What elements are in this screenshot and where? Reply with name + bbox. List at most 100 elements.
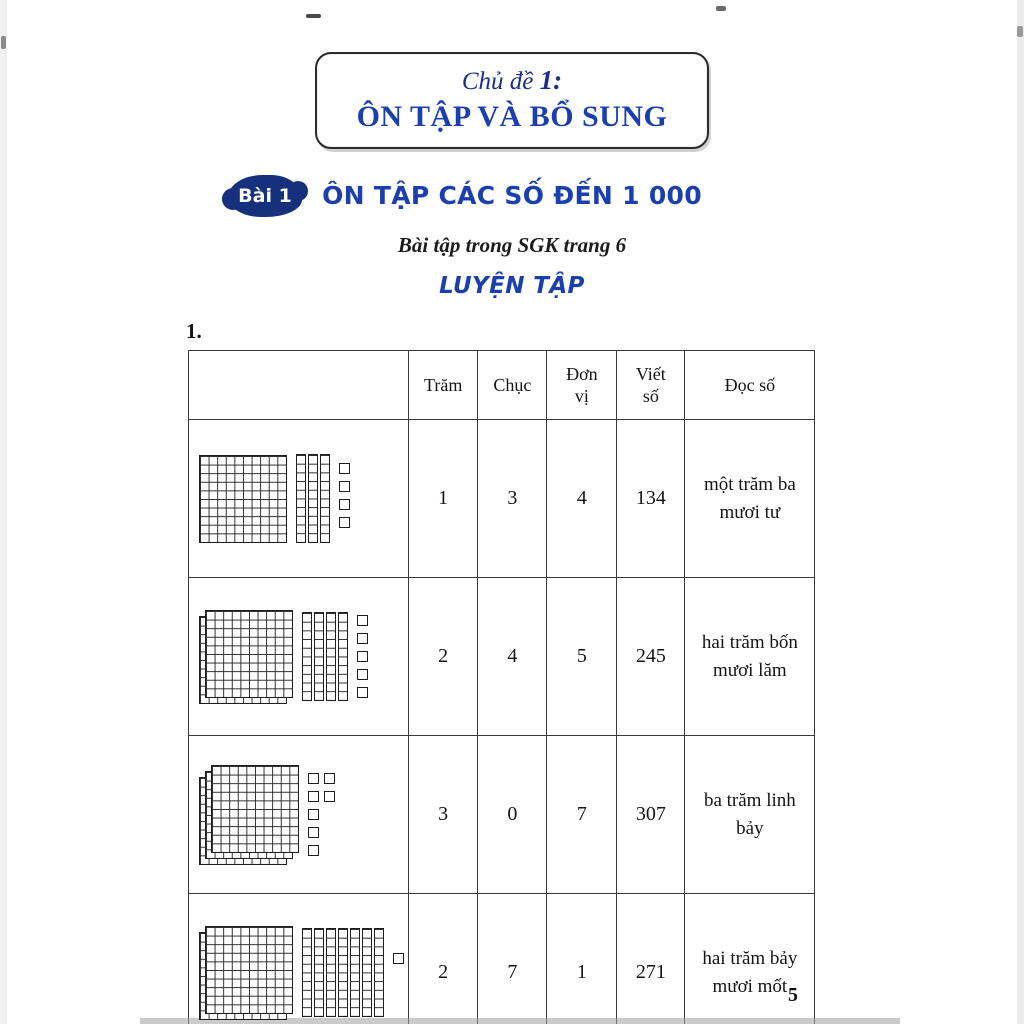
- ten-rod: [374, 928, 384, 1018]
- tram-cell: 2: [407, 577, 479, 737]
- lesson-title: ÔN TẬP CÁC SỐ ĐẾN 1 000: [322, 181, 702, 211]
- hundred-blocks-stack: [199, 454, 287, 543]
- ten-rod: [296, 454, 306, 544]
- unit-cube: [339, 516, 350, 528]
- ten-rod: [362, 928, 372, 1018]
- unit-cube: [308, 809, 319, 821]
- unit-cube: [308, 773, 319, 785]
- tram-cell: 1: [407, 419, 479, 579]
- ten-rod: [326, 928, 336, 1018]
- scan-artifact-bottom: [140, 1018, 900, 1024]
- lesson-row: Bài 1 ÔN TẬP CÁC SỐ ĐẾN 1 000: [0, 175, 1024, 219]
- lesson-subtitle: Bài tập trong SGK trang 6: [397, 233, 627, 258]
- hundred-block: [211, 764, 299, 853]
- scan-artifact: [1017, 26, 1023, 37]
- hundred-block: [205, 925, 293, 1014]
- chuc-cell: 4: [477, 577, 548, 737]
- unit-cube: [357, 633, 368, 645]
- blocks-cell: [188, 893, 409, 1024]
- table-row: 2 7 1 271 hai trăm bảy mươi mốt: [188, 893, 816, 1024]
- page-edge-right: [1017, 0, 1024, 1024]
- table-body: 1 3 4 134 một trăm ba mươi tư 2 4 5 245 …: [188, 419, 816, 1024]
- topic-box: Chủ đề 1: ÔN TẬP VÀ BỔ SUNG: [314, 52, 710, 150]
- ten-rod: [302, 928, 312, 1018]
- ten-rod: [338, 612, 348, 702]
- chuc-cell: 7: [477, 893, 548, 1024]
- unit-cube: [308, 845, 319, 857]
- unit-cube: [324, 791, 335, 803]
- unit-cube: [393, 953, 404, 965]
- topic-label-text: Chủ đề: [461, 68, 534, 95]
- unit-cube: [324, 773, 335, 785]
- hundred-blocks-stack: [199, 925, 293, 1020]
- hundred-block: [199, 454, 287, 543]
- blocks-cell: [188, 735, 409, 895]
- hundred-blocks-stack: [199, 764, 299, 865]
- table-row: 2 4 5 245 hai trăm bốn mươi lăm: [188, 577, 816, 737]
- viet-so-cell: 271: [616, 893, 686, 1024]
- doc-so-cell: hai trăm bảy mươi mốt: [684, 893, 816, 1024]
- page-edge-left: [0, 0, 7, 1024]
- base-ten-blocks: [189, 757, 408, 873]
- table-header: Trăm Chục Đơn vị Viết số Đọc số: [188, 350, 816, 421]
- don-vi-cell: 1: [546, 893, 618, 1024]
- place-value-table: Trăm Chục Đơn vị Viết số Đọc số 1 3 4 13…: [188, 350, 816, 1024]
- ten-rod: [314, 612, 324, 702]
- exercise-number: 1.: [186, 319, 202, 344]
- page-number: 5: [788, 984, 798, 1006]
- viet-so-cell: 134: [616, 419, 686, 579]
- viet-so-cell: 307: [616, 735, 686, 895]
- table-row: 3 0 7 307 ba trăm linh bảy: [188, 735, 816, 895]
- unit-cube: [357, 651, 368, 663]
- ten-rods-group: [302, 612, 348, 702]
- chuc-cell: 3: [477, 419, 548, 579]
- unit-cube: [339, 462, 350, 474]
- unit-cube: [339, 480, 350, 492]
- unit-cube: [339, 498, 350, 510]
- chuc-cell: 0: [477, 735, 548, 895]
- unit-cube: [308, 791, 319, 803]
- ten-rod: [326, 612, 336, 702]
- unit-cubes-group: [357, 615, 368, 699]
- header-row: Trăm Chục Đơn vị Viết số Đọc số: [188, 350, 816, 421]
- hundred-blocks-stack: [199, 609, 293, 704]
- base-ten-blocks: [189, 918, 408, 1024]
- viet-so-cell: 245: [616, 577, 686, 737]
- scan-artifact: [306, 14, 321, 18]
- col-viet-so: Viết số: [616, 350, 686, 421]
- don-vi-cell: 4: [546, 419, 618, 579]
- col-don-vi: Đơn vị: [546, 350, 618, 421]
- ten-rod: [308, 454, 318, 544]
- ten-rods-group: [302, 928, 384, 1018]
- ten-rod: [302, 612, 312, 702]
- tram-cell: 3: [407, 735, 479, 895]
- blocks-cell: [188, 577, 409, 737]
- don-vi-cell: 5: [546, 577, 618, 737]
- ten-rod: [338, 928, 348, 1018]
- scan-artifact: [1, 36, 6, 49]
- col-chuc: Chục: [477, 350, 548, 421]
- doc-so-cell: hai trăm bốn mươi lăm: [684, 577, 816, 737]
- unit-cubes-group: [308, 773, 335, 857]
- ten-rod: [350, 928, 360, 1018]
- hundred-block: [205, 609, 293, 698]
- doc-so-cell: ba trăm linh bảy: [684, 735, 816, 895]
- ten-rod: [320, 454, 330, 544]
- ten-rods-group: [296, 454, 330, 544]
- tram-cell: 2: [407, 893, 479, 1024]
- base-ten-blocks: [189, 446, 408, 551]
- topic-label: Chủ đề 1:: [357, 64, 668, 98]
- unit-cubes-group: [339, 462, 350, 535]
- base-ten-blocks: [189, 602, 408, 712]
- col-tram: Trăm: [407, 350, 479, 421]
- doc-so-cell: một trăm ba mươi tư: [684, 419, 816, 579]
- topic-number: 1:: [539, 65, 563, 95]
- ten-rod: [314, 928, 324, 1018]
- table-row: 1 3 4 134 một trăm ba mươi tư: [188, 419, 816, 579]
- unit-cube: [357, 687, 368, 699]
- lesson-badge: Bài 1: [222, 175, 308, 218]
- lesson-badge-label: Bài 1: [238, 185, 292, 208]
- unit-cubes-group: [393, 953, 404, 992]
- section-title: LUYỆN TẬP: [439, 273, 585, 300]
